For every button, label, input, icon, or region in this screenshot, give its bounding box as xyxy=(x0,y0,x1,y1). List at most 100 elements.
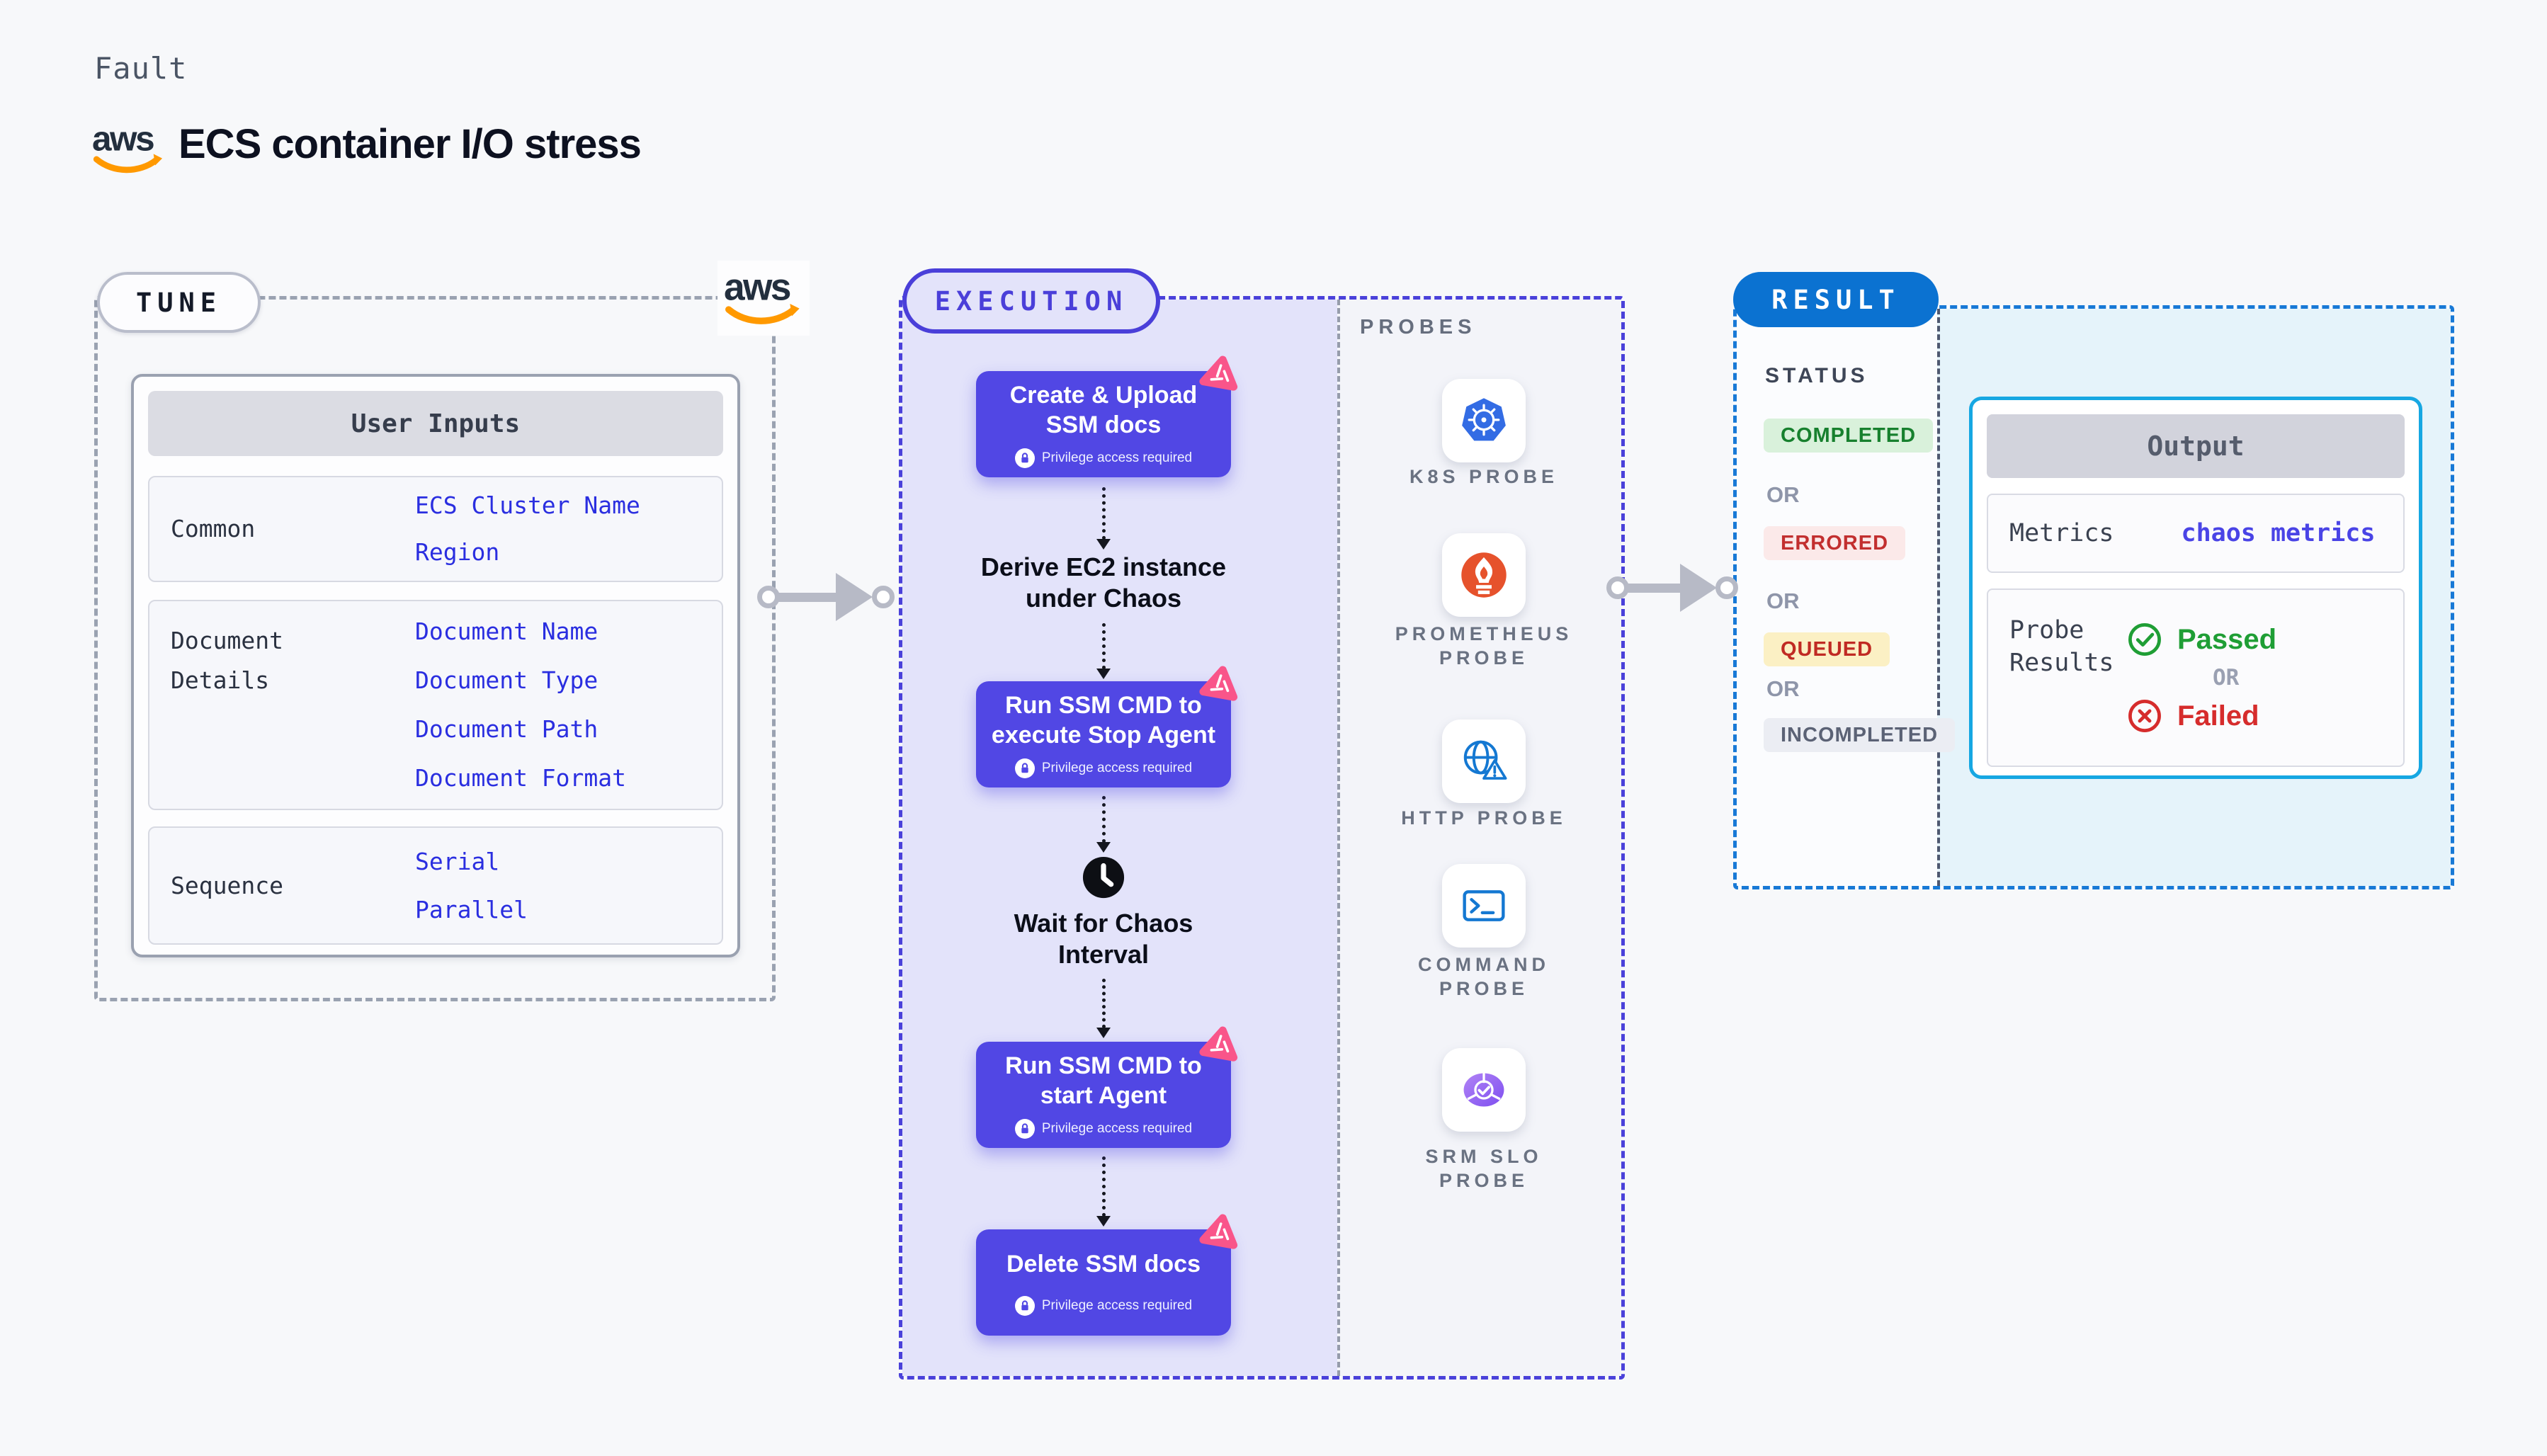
probes-heading: PROBES xyxy=(1360,316,1477,339)
wait-chaos-interval-note: Wait for Chaos Interval xyxy=(1014,909,1193,969)
row-value: Serial xyxy=(415,847,500,875)
tune-pill-label: TUNE xyxy=(135,287,222,318)
step-create-upload-ssm-docs: Create & Upload SSM docs Privilege acces… xyxy=(976,356,1238,477)
privilege-note: Privilege access required xyxy=(1041,761,1193,775)
step-title: Run SSM CMD to execute Stop Agent xyxy=(991,692,1216,749)
execution-pill-label: EXECUTION xyxy=(934,285,1128,317)
passed-check-icon xyxy=(2128,623,2161,656)
probes-panel xyxy=(1337,300,1621,1376)
probe-card-prometheus xyxy=(1442,533,1526,617)
row-value: Document Type xyxy=(415,666,599,694)
connector-arrowhead xyxy=(836,573,873,621)
clock-icon xyxy=(1082,855,1125,899)
privilege-note: Privilege access required xyxy=(1041,450,1193,465)
status-heading: STATUS xyxy=(1765,364,1868,387)
metrics-label: Metrics xyxy=(2009,519,2114,547)
command-terminal-icon xyxy=(1463,890,1505,921)
step-title: Create & Upload SSM docs xyxy=(1009,382,1198,438)
execution-section-pill: EXECUTION xyxy=(902,268,1160,334)
derive-ec2-note: Derive EC2 instance under Chaos xyxy=(980,552,1227,613)
or-separator: OR xyxy=(1766,588,1800,613)
kubernetes-icon xyxy=(1462,398,1506,441)
table-row-sequence: Sequence Serial Parallel xyxy=(148,826,723,945)
connector-line xyxy=(768,593,846,602)
fault-eyebrow: Fault xyxy=(94,51,188,86)
probe-card-command xyxy=(1442,864,1526,948)
step-title: Run SSM CMD to start Agent xyxy=(1005,1052,1202,1109)
user-inputs-header: User Inputs xyxy=(148,391,723,456)
privilege-note: Privilege access required xyxy=(1041,1298,1193,1313)
flow-arrow xyxy=(1096,487,1111,550)
step-run-ssm-stop-agent: Run SSM CMD to execute Stop Agent Privil… xyxy=(976,666,1238,787)
probe-label: COMMAND PROBE xyxy=(1418,954,1550,999)
connector-dot xyxy=(1606,576,1629,599)
flow-arrow xyxy=(1096,1156,1111,1227)
probe-results-label: Probe Results xyxy=(2009,616,2114,677)
probe-card-srm-slo xyxy=(1442,1048,1526,1132)
tune-section-border xyxy=(94,296,776,1001)
execution-flow-panel xyxy=(902,300,1337,1376)
output-metrics-row: Metrics chaos metrics xyxy=(1987,494,2405,573)
flow-arrow xyxy=(1096,623,1111,679)
passed-label: Passed xyxy=(2177,623,2277,655)
row-label: Sequence xyxy=(171,871,283,899)
failed-label: Failed xyxy=(2177,700,2259,732)
output-header: Output xyxy=(1987,414,2405,478)
lock-icon xyxy=(1014,448,1035,468)
failed-x-icon xyxy=(2128,700,2161,732)
step-delete-ssm-docs: Delete SSM docs Privilege access require… xyxy=(976,1214,1238,1336)
aws-icon: aws xyxy=(717,261,810,336)
status-badge-queued: QUEUED xyxy=(1764,632,1890,666)
lock-icon xyxy=(1014,758,1035,778)
step-run-ssm-start-agent: Run SSM CMD to start Agent Privilege acc… xyxy=(976,1026,1238,1148)
status-badge-completed: COMPLETED xyxy=(1764,419,1934,453)
lock-icon xyxy=(1014,1119,1035,1139)
aws-logo-icon: aws xyxy=(92,118,166,180)
user-inputs-card: User Inputs Common ECS Cluster Name Regi… xyxy=(131,374,740,957)
srm-slo-icon xyxy=(1463,1073,1504,1107)
execution-section-border xyxy=(899,296,1625,1380)
row-value: Document Name xyxy=(415,618,599,645)
svg-text:aws: aws xyxy=(92,119,154,158)
page-title: ECS container I/O stress xyxy=(178,121,642,167)
chaos-icon xyxy=(1199,1214,1238,1249)
table-row-common: Common ECS Cluster Name Region xyxy=(148,476,723,582)
result-divider xyxy=(1937,309,1940,886)
svg-text:aws: aws xyxy=(724,267,790,309)
status-badge-errored: ERRORED xyxy=(1764,526,1906,560)
lock-icon xyxy=(1014,1296,1035,1316)
output-card: Output Metrics chaos metrics Probe Resul… xyxy=(1969,397,2422,779)
connector-dot xyxy=(757,586,780,608)
connector-line xyxy=(1618,584,1693,593)
or-separator: OR xyxy=(1766,676,1800,701)
connector-dot xyxy=(872,586,895,608)
probe-card-k8s xyxy=(1442,379,1526,462)
result-pill-label: RESULT xyxy=(1771,284,1900,315)
flow-arrow xyxy=(1096,796,1111,853)
probe-card-http xyxy=(1442,720,1526,803)
or-separator: OR xyxy=(2213,665,2240,690)
probe-label: SRM SLO PROBE xyxy=(1425,1146,1543,1191)
connector-dot xyxy=(1715,576,1738,599)
probe-label: HTTP PROBE xyxy=(1401,807,1567,829)
row-value: Document Path xyxy=(415,715,599,743)
http-globe-icon xyxy=(1463,740,1507,780)
chaos-icon xyxy=(1199,1026,1238,1062)
probes-divider xyxy=(1337,300,1340,1376)
status-badge-incompleted: INCOMPLETED xyxy=(1764,718,1956,752)
step-title: Delete SSM docs xyxy=(1006,1251,1201,1278)
row-label: Common xyxy=(171,515,256,542)
flow-arrow xyxy=(1096,979,1111,1038)
row-value: Region xyxy=(415,538,500,566)
output-probe-results-row: Probe Results Passed OR Faile xyxy=(1987,588,2405,767)
row-value: Document Format xyxy=(415,764,627,792)
probe-label: PROMETHEUS PROBE xyxy=(1395,623,1573,669)
or-separator: OR xyxy=(1766,482,1800,507)
metrics-value: chaos metrics xyxy=(2181,519,2376,547)
probe-label: K8S PROBE xyxy=(1409,466,1559,487)
connector-arrowhead xyxy=(1680,564,1717,612)
row-label: Document Details xyxy=(171,627,283,694)
prometheus-icon xyxy=(1461,552,1507,598)
chaos-icon xyxy=(1199,666,1238,701)
